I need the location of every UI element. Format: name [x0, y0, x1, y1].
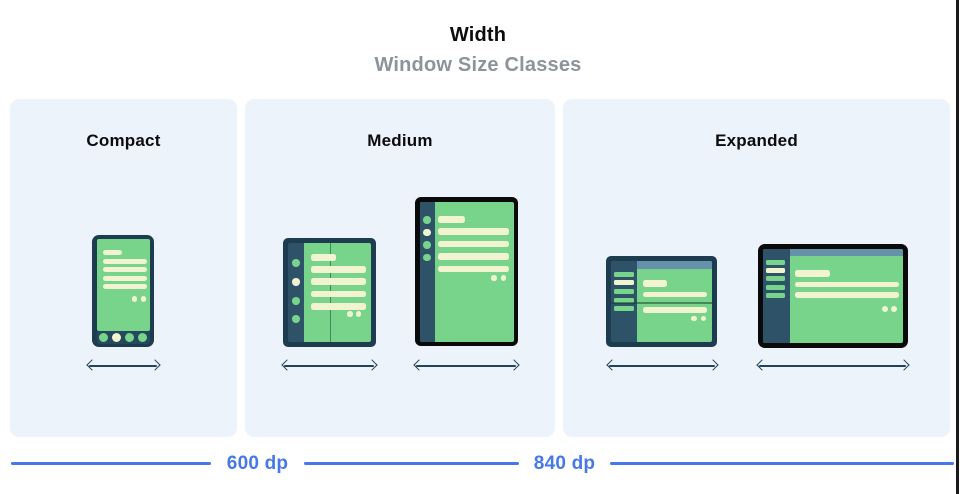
fold-line-horizontal — [611, 302, 712, 304]
nav-rail — [611, 261, 637, 342]
content-line — [311, 303, 366, 310]
content-line-short — [794, 269, 830, 277]
content-line — [437, 240, 509, 247]
content-line — [311, 290, 366, 297]
sidebar-bar — [765, 259, 785, 265]
rail-dot — [292, 315, 300, 323]
content-line — [103, 275, 147, 281]
rail-dot — [423, 228, 431, 237]
content-line-short — [103, 250, 122, 255]
content-line — [794, 291, 899, 298]
rail-dot — [423, 241, 431, 249]
sidebar-bar — [613, 289, 634, 294]
diagram-header: Width Window Size Classes — [0, 24, 956, 77]
panel-compact: Compact — [10, 99, 237, 437]
diagram-title: Width — [449, 24, 507, 46]
content-dot — [140, 296, 147, 302]
breakpoint-label-840: 840 dp — [533, 453, 596, 474]
panel-compact-title: Compact — [86, 131, 161, 150]
nav-dot — [99, 333, 108, 342]
phone-nav-bar — [96, 331, 150, 344]
content-line — [103, 258, 147, 264]
content-line — [437, 265, 509, 272]
content-line-short — [437, 216, 465, 223]
width-arrow-icon — [281, 360, 377, 372]
content-dot — [131, 296, 138, 302]
content-dot — [700, 315, 707, 321]
sidebar-bar — [613, 297, 634, 303]
content-line — [643, 291, 707, 297]
content-dot — [691, 315, 697, 321]
content-line — [103, 284, 147, 289]
nav-rail — [763, 249, 790, 343]
rail-dot — [292, 278, 300, 286]
sidebar-bar — [765, 284, 785, 290]
foldable-landscape-illustration — [606, 256, 717, 347]
panel-expanded: Expanded — [563, 99, 950, 437]
sidebar-bar — [613, 271, 634, 277]
phone-illustration — [92, 235, 154, 347]
content-dot — [347, 311, 353, 317]
width-arrow-icon — [86, 360, 160, 372]
rail-dot — [423, 253, 431, 262]
device-screen — [304, 243, 371, 342]
content-line — [311, 278, 366, 285]
ruler-line-segment — [610, 461, 954, 465]
content-line — [643, 307, 707, 313]
content-line-short — [311, 253, 336, 261]
content-line — [103, 267, 147, 272]
device-screen — [637, 261, 712, 342]
panel-medium-title: Medium — [367, 131, 433, 150]
app-top-bar — [637, 261, 712, 269]
rail-dot — [292, 297, 300, 305]
nav-dot — [112, 333, 121, 342]
width-arrow-icon — [413, 360, 519, 372]
diagram-subtitle: Window Size Classes — [374, 54, 582, 76]
device-screen — [763, 249, 903, 343]
device-screen — [419, 201, 514, 342]
width-arrow-icon — [756, 360, 909, 372]
nav-rail — [419, 201, 435, 342]
content-dot — [355, 311, 362, 317]
sidebar-bar — [613, 306, 634, 311]
nav-dot — [125, 333, 134, 342]
content-line — [311, 266, 366, 273]
content-line-short — [643, 279, 667, 287]
nav-rail — [288, 243, 304, 342]
ruler-line-segment — [11, 461, 211, 465]
sidebar-bar — [765, 292, 785, 298]
content-line — [437, 253, 509, 260]
tablet-landscape-illustration — [758, 244, 908, 348]
app-top-bar — [790, 249, 903, 256]
sidebar-bar — [613, 280, 634, 285]
content-dot — [891, 305, 897, 312]
content-dot — [881, 305, 888, 312]
content-line — [437, 228, 509, 235]
panel-expanded-title: Expanded — [715, 131, 798, 150]
rail-dot — [423, 216, 431, 224]
content-dot — [500, 275, 506, 281]
content-dot — [491, 275, 497, 281]
foldable-portrait-illustration — [283, 238, 376, 347]
content-line — [794, 281, 899, 287]
ruler-line-segment — [304, 461, 519, 465]
nav-dot — [138, 333, 147, 342]
rail-dot — [292, 259, 300, 267]
phone-screen — [96, 239, 150, 331]
sidebar-bar — [765, 276, 785, 281]
panel-medium: Medium — [245, 99, 555, 437]
tablet-portrait-illustration — [415, 197, 518, 346]
sidebar-bar — [765, 267, 785, 273]
width-arrow-icon — [606, 360, 718, 372]
breakpoint-label-600: 600 dp — [226, 453, 289, 474]
screen-right-edge — [956, 0, 959, 494]
